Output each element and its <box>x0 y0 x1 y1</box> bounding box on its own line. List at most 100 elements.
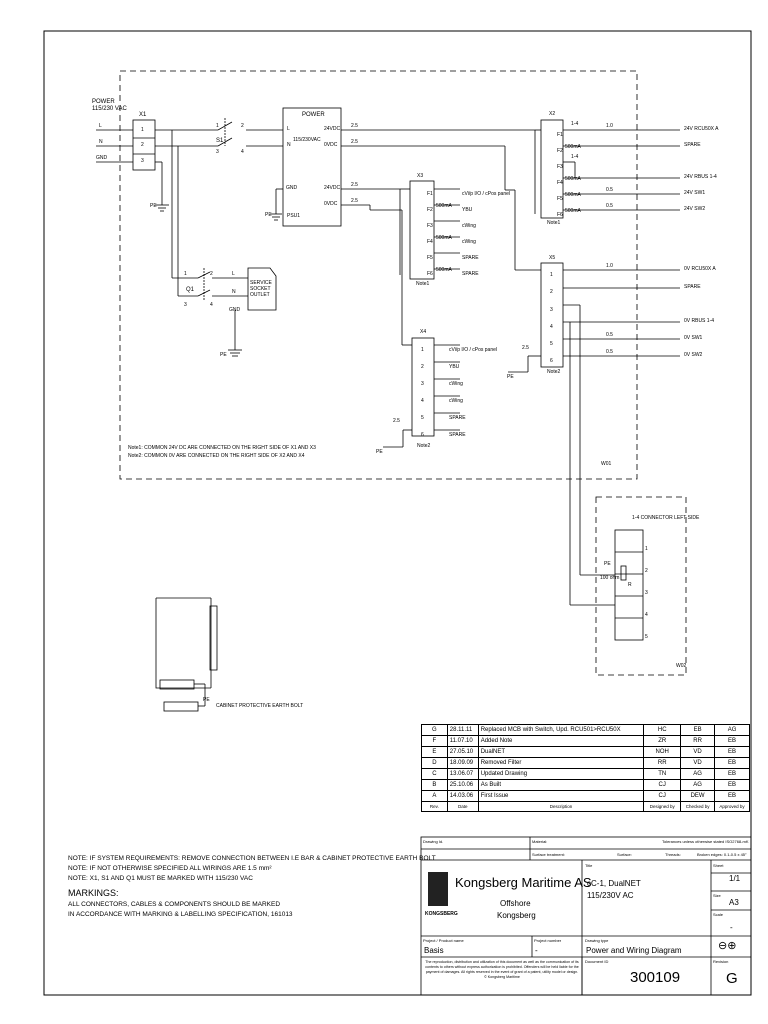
x2-extra-2: 1-4 <box>571 154 579 160</box>
x4-note: Note2 <box>417 443 431 449</box>
x5-out-2: SPARE <box>684 284 701 290</box>
drawing-title-2: 115/230V AC <box>587 891 634 900</box>
x5-out-3: 0V RBUS 1-4 <box>684 318 715 324</box>
title-label: Title <box>585 863 593 868</box>
marking-1: ALL CONNECTORS, CABLES & COMPONENTS SHOU… <box>68 901 281 908</box>
resistor-r: R <box>628 582 632 588</box>
drawing-notes: NOTE: IF SYSTEM REQUIREMENTS: REMOVE CON… <box>68 855 436 921</box>
revision-cell-approved: EB <box>714 768 750 780</box>
connector-title: 1-4 CONNECTOR LEFT SIDE <box>632 515 700 521</box>
title-block-lines <box>420 836 752 996</box>
cabinet-frame <box>119 70 638 480</box>
revision-cell-designed: HC <box>643 724 682 736</box>
terminal-x3 <box>399 180 460 280</box>
w02-label: W02 <box>676 663 687 669</box>
psu-name: PSU1 <box>287 213 301 219</box>
wire-l: L <box>99 123 102 129</box>
scale-label: Scale <box>713 912 724 917</box>
x3-label: X3 <box>417 173 424 179</box>
q1-pin-1: 1 <box>184 271 187 277</box>
x5-out-1: 0V RCU50X A <box>684 266 716 272</box>
revision-cell-desc: First Issue <box>477 790 645 802</box>
wire-size-3: 2.5 <box>351 182 358 188</box>
s1-label: S1 <box>216 138 224 144</box>
revision-cell-rev: C <box>421 768 448 780</box>
psu-out-4: 0VDC <box>324 201 338 207</box>
x1-pin-2: 2 <box>141 142 144 148</box>
x5-out-5: 0V SW2 <box>684 352 703 358</box>
broken-edges-label: Broken edges: 0.1-0.5 x 45° <box>697 852 747 857</box>
power-supply-psu1 <box>270 107 535 227</box>
surface-treatment-label: Surface treatment: <box>532 852 565 857</box>
q1-label: Q1 <box>186 287 195 293</box>
x2-label: X2 <box>549 111 556 117</box>
markings-title: MARKINGS: <box>68 888 119 898</box>
x5-out-4: 0V SW1 <box>684 335 703 341</box>
revision-cell-date: 11.07.10 <box>446 735 479 747</box>
w01-label: W01 <box>601 461 612 467</box>
wire-size-2: 2.5 <box>351 139 358 145</box>
psu-title: POWER <box>302 112 325 118</box>
revision-cell-checked: AG <box>680 768 716 780</box>
x3-note: Note1 <box>416 281 430 287</box>
revision-cell-desc: Updated Drawing <box>477 768 645 780</box>
x5-wire-2: 0.5 <box>606 332 613 338</box>
revision-cell-checked: AG <box>680 779 716 791</box>
x2-extra-1: 1-4 <box>571 121 579 127</box>
s1-pin-2: 2 <box>241 123 244 129</box>
revision-value: G <box>726 970 738 987</box>
marking-2: IN ACCORDANCE WITH MARKING & LABELLING S… <box>68 911 293 918</box>
q1-wire-n: N <box>232 289 236 295</box>
cabinet-earth <box>155 597 218 712</box>
x5-pe: PE <box>507 374 514 380</box>
revision-cell-approved: EB <box>714 757 750 769</box>
project-value: Basis <box>424 946 444 955</box>
revision-cell-checked: VD <box>680 757 716 769</box>
revision-cell-rev: F <box>421 735 448 747</box>
revision-cell-approved: EB <box>714 746 750 758</box>
revision-cell-designed: TN <box>643 768 682 780</box>
wire-size-1: 2.5 <box>351 123 358 129</box>
drawing-type-label: Drawing type <box>585 938 609 943</box>
psu-out-3: 24VDC <box>324 185 341 191</box>
wire-size-4: 2.5 <box>351 198 358 204</box>
wire-gnd: GND <box>96 155 108 161</box>
frame-notes: Note1: COMMON 24V DC ARE CONNECTED ON TH… <box>128 445 316 459</box>
cabinet-bolt-label: CABINET PROTECTIVE EARTH BOLT <box>216 703 304 709</box>
psu-pin-l: L <box>287 126 290 132</box>
x4-label: X4 <box>420 329 427 335</box>
x4-pe: PE <box>376 449 383 455</box>
x2-out-4: 24V SW1 <box>684 190 706 196</box>
revision-cell-rev: B <box>421 779 448 791</box>
terminal-x2 <box>534 119 680 219</box>
revision-cell-rev: G <box>421 724 448 736</box>
project-label: Project / Product name <box>423 938 464 943</box>
service-outlet-label: SERVICE SOCKET OUTLET <box>250 280 272 298</box>
revision-cell-checked: RR <box>680 735 716 747</box>
revision-cell-rev: E <box>421 746 448 758</box>
revision-cell-approved: EB <box>714 790 750 802</box>
revision-cell-desc: As Built <box>477 779 645 791</box>
x2-wire-3: 0.5 <box>606 203 613 209</box>
drawing-title-1: cC-1, DualNET <box>587 879 641 888</box>
power-input-label: POWER 115/230 VAC <box>92 99 127 112</box>
x2-wire-2: 0.5 <box>606 187 613 193</box>
q1-wire-gnd: GND <box>229 307 241 313</box>
psu-pin-n: N <box>287 142 291 148</box>
revision-cell-desc: Replaced MCB with Switch, Upd. RCU501>RC… <box>477 724 645 736</box>
x5-label: X5 <box>549 255 556 261</box>
scale-value: - <box>730 923 733 932</box>
revision-label: Revision <box>713 959 729 964</box>
revision-cell-designed: NOH <box>643 746 682 758</box>
psu-out-1: 24VDC <box>324 126 341 132</box>
x2-out-2: SPARE <box>684 142 701 148</box>
x3-ratings: 500mA 500mA 500mA <box>436 203 452 273</box>
sheet-label: Sheet <box>713 863 724 868</box>
